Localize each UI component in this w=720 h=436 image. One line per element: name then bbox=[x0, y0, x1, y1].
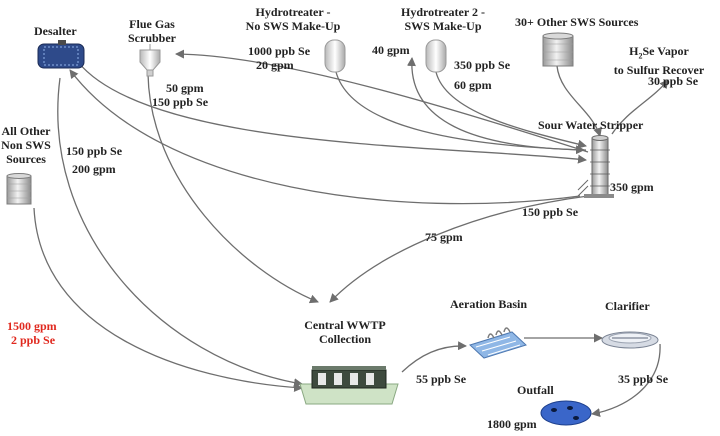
label-flue-gas-scrubber-line2: Scrubber bbox=[128, 31, 176, 45]
flow-hydrotreater-2-conc: 350 ppb Se bbox=[454, 58, 511, 72]
arrow-nonsws-to-wwtp bbox=[33, 207, 303, 392]
label-central-wwtp-line1: Central WWTP bbox=[304, 318, 386, 332]
flow-desalter: 150 ppb Se 200 gpm bbox=[66, 144, 122, 176]
hydrotreater-2-vessel-icon bbox=[425, 39, 447, 73]
arrow-desalter-to-stripper bbox=[77, 61, 587, 164]
flow-hydrotreater-2-in: 40 gpm bbox=[372, 43, 410, 57]
label-all-other-non-sws-line3: Sources bbox=[6, 152, 46, 166]
arrow-stripper-to-scrubber bbox=[175, 49, 589, 153]
label-all-other-non-sws: All Other Non SWS Sources bbox=[0, 124, 52, 166]
arrow-wwtp-to-aeration bbox=[401, 341, 467, 373]
label-central-wwtp: Central WWTP Collection bbox=[292, 318, 398, 346]
arrow-stripper-to-wwtp bbox=[329, 195, 589, 303]
flow-desalter-rate: 200 gpm bbox=[72, 162, 116, 176]
label-h2se-vapor: H2Se Vapor to Sulfur Recover bbox=[604, 44, 714, 77]
label-hydrotreater-1: Hydrotreater - No SWS Make-Up bbox=[243, 5, 343, 33]
label-h2se-prefix: H bbox=[629, 44, 639, 58]
arrow-stripper-to-desalter bbox=[69, 69, 581, 205]
flow-scrubber-rate: 50 gpm bbox=[166, 81, 204, 95]
flow-clarifier-out: 35 ppb Se bbox=[618, 372, 669, 386]
label-hydrotreater-2: Hydrotreater 2 - SWS Make-Up bbox=[393, 5, 493, 33]
label-h2se-subscript: 2 bbox=[638, 51, 643, 61]
flow-outfall: 1800 gpm bbox=[487, 417, 537, 431]
arrow-desalter-to-wwtp bbox=[57, 77, 303, 388]
label-other-sws-sources: 30+ Other SWS Sources bbox=[515, 15, 639, 29]
label-h2se-vapor-line2: to Sulfur Recover bbox=[613, 63, 705, 78]
arrow-clarifier-to-outfall bbox=[591, 343, 661, 418]
label-hydrotreater-2-line1: Hydrotreater 2 - bbox=[401, 5, 485, 19]
label-sour-water-stripper: Sour Water Stripper bbox=[538, 118, 644, 132]
arrow-hydrotreater2-to-stripper bbox=[435, 71, 587, 149]
flow-hydrotreater-1-rate: 20 gpm bbox=[256, 58, 294, 72]
flow-non-sws-conc: 2 ppb Se bbox=[11, 333, 56, 347]
label-flue-gas-scrubber: Flue Gas Scrubber bbox=[124, 17, 180, 45]
flow-h2se-vapor: 30 ppb Se bbox=[648, 74, 699, 88]
flow-stripper-out: 150 ppb Se bbox=[522, 205, 579, 219]
label-hydrotreater-2-line2: SWS Make-Up bbox=[404, 19, 482, 33]
label-outfall: Outfall bbox=[517, 383, 554, 397]
label-clarifier: Clarifier bbox=[605, 299, 650, 313]
flow-non-sws-rate: 1500 gpm bbox=[7, 319, 57, 333]
arrow-stripper-to-hydrotreater2 bbox=[407, 57, 587, 151]
label-all-other-non-sws-line2: Non SWS bbox=[1, 138, 51, 152]
label-hydrotreater-1-line2: No SWS Make-Up bbox=[245, 19, 341, 33]
label-h2se-suffix: Se Vapor bbox=[642, 44, 689, 58]
label-flue-gas-scrubber-line1: Flue Gas bbox=[129, 17, 175, 31]
non-sws-tank-icon bbox=[6, 173, 32, 205]
flow-stripper-total: 350 gpm bbox=[610, 180, 654, 194]
label-desalter: Desalter bbox=[34, 24, 77, 38]
hydrotreater-1-vessel-icon bbox=[324, 39, 346, 73]
arrow-stripper-to-h2se bbox=[611, 79, 669, 135]
flow-wwtp-out: 55 ppb Se bbox=[416, 372, 467, 386]
arrow-scrubber-to-wwtp bbox=[147, 73, 319, 304]
label-h2se-vapor-line1: H2Se Vapor bbox=[604, 44, 714, 63]
label-central-wwtp-line2: Collection bbox=[319, 332, 371, 346]
flow-non-sws: 1500 gpm 2 ppb Se bbox=[7, 319, 57, 347]
flow-hydrotreater-2-out: 350 ppb Se 60 gpm bbox=[454, 58, 510, 92]
flow-scrubber-conc: 150 ppb Se bbox=[152, 95, 209, 109]
flow-stripper-to-wwtp: 75 gpm bbox=[425, 230, 463, 244]
outfall-pool-icon bbox=[540, 400, 592, 426]
other-sws-tank-icon bbox=[542, 32, 574, 67]
aeration-basin-icon bbox=[469, 327, 527, 359]
flow-hydrotreater-1-conc: 1000 ppb Se bbox=[248, 44, 311, 58]
central-wwtp-icon bbox=[299, 366, 399, 405]
clarifier-icon bbox=[601, 331, 659, 349]
flow-hydrotreater-1: 1000 ppb Se 20 gpm bbox=[248, 44, 310, 72]
flue-gas-scrubber-icon bbox=[139, 44, 161, 77]
flow-hydrotreater-2-rate: 60 gpm bbox=[454, 78, 492, 92]
label-hydrotreater-1-line1: Hydrotreater - bbox=[255, 5, 331, 19]
label-all-other-non-sws-line1: All Other bbox=[1, 124, 51, 138]
sour-water-stripper-icon bbox=[577, 135, 614, 198]
label-aeration-basin: Aeration Basin bbox=[450, 297, 528, 311]
flow-desalter-conc: 150 ppb Se bbox=[66, 144, 123, 158]
desalter-vessel-icon bbox=[37, 40, 85, 69]
flow-scrubber: 50 gpm 150 ppb Se bbox=[152, 81, 208, 109]
arrow-other-sws-to-stripper bbox=[556, 65, 602, 137]
